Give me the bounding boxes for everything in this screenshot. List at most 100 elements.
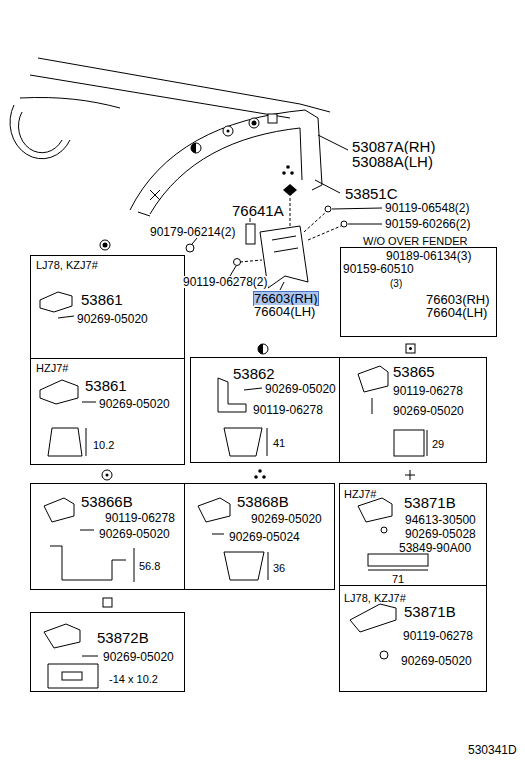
- part-label: 90269-05020: [251, 513, 322, 525]
- ref-symbol: [262, 475, 266, 479]
- headlight: [19, 112, 62, 153]
- part-label: 90159-60510: [343, 263, 414, 275]
- nut: [186, 244, 194, 252]
- washer: [381, 527, 387, 533]
- ref-symbol: [191, 143, 201, 153]
- box-parts: [40, 292, 428, 688]
- mudguard-rib: [272, 236, 298, 252]
- ref-symbol: [283, 184, 297, 196]
- ref-symbol: [405, 470, 415, 480]
- leader-line: [230, 266, 236, 276]
- fender-symbols: [150, 114, 297, 200]
- part-label: 90269-05020: [401, 655, 472, 667]
- dimension-label: -14 x 10.2: [109, 674, 158, 685]
- bracket-plate: [394, 430, 424, 456]
- ref-symbol: [227, 130, 230, 133]
- figure-number: 530341D: [468, 744, 517, 756]
- screw: [80, 530, 94, 531]
- part-label: 90269-05020: [265, 383, 336, 395]
- bracket-plate: [48, 664, 98, 688]
- part-label: 90269-05024: [229, 531, 300, 543]
- bracket: [358, 498, 392, 522]
- part-label: 90269-05028: [405, 528, 476, 540]
- ref-symbol: [223, 126, 233, 136]
- part-number: 53861: [81, 292, 123, 307]
- dimension-line: [86, 428, 87, 456]
- part-number: 53866B: [81, 494, 133, 509]
- ref-symbol: [103, 243, 108, 248]
- part-label: LJ78, KZJ7#: [36, 260, 98, 271]
- screw: [212, 534, 224, 535]
- part-label: 90189-06134(3): [386, 250, 471, 262]
- part-label: 90119-06278: [253, 404, 323, 416]
- bracket: [218, 378, 246, 412]
- ref-symbol: [286, 165, 290, 169]
- parts-panel: LJ78, KZJ7#53871B90119-0627890269-05020: [339, 585, 487, 692]
- part-label: 90269-05020: [99, 398, 170, 410]
- over-fender: [130, 110, 322, 210]
- part-number: 53868B: [237, 494, 289, 509]
- over-fender: [150, 128, 302, 214]
- dimension-line: [134, 548, 135, 582]
- bracket-plate: [48, 428, 82, 456]
- part-label: 90269-05020: [393, 405, 464, 417]
- bracket: [40, 292, 72, 312]
- ref-symbol: [102, 470, 112, 480]
- parts-panel: 53868B 90269-05020 90269-05024 36: [184, 483, 335, 590]
- assembly-line: [304, 212, 341, 240]
- part-label: 76604(LH): [426, 306, 487, 319]
- dimension-label: 56.8: [139, 561, 160, 572]
- parts-panel: 5386290269-0502090119-0627841: [190, 357, 340, 463]
- dimension-label: 36: [273, 563, 285, 574]
- screw: [82, 656, 98, 657]
- ref-symbol: [290, 171, 294, 175]
- parts-panel: HZJ7#5386190269-0502010.2: [30, 358, 185, 465]
- body-line: [30, 75, 290, 118]
- parts-panel: 53872B 90269-05020 -14 x 10.2: [30, 612, 185, 692]
- bracket-plate: [224, 428, 262, 456]
- bracket: [44, 624, 80, 648]
- part-label: 90179-06214(2): [150, 226, 235, 238]
- ref-symbol: [268, 114, 277, 123]
- part-number: 53871B: [404, 604, 456, 619]
- parts-panel: LJ78, KZJ7# 53861 90269-05020: [30, 255, 185, 359]
- dimension-label: 29: [432, 439, 444, 450]
- ref-symbol: [191, 143, 196, 153]
- assembly-line: [240, 260, 262, 262]
- ref-symbol: [258, 344, 263, 354]
- dimension-label: (3): [390, 279, 402, 289]
- ref-symbol: [249, 118, 259, 128]
- leader-line: [192, 238, 197, 244]
- leader-line: [348, 224, 382, 225]
- parts-panel: HZJ7#53871B94613-3050090269-0502853849-9…: [339, 483, 487, 586]
- mudguard-assembly: [186, 198, 347, 288]
- bolt: [234, 259, 241, 266]
- ref-symbol: [258, 469, 262, 473]
- part-label: HZJ7#: [344, 489, 376, 500]
- washer: [341, 221, 347, 227]
- bracket: [198, 498, 230, 522]
- part-label: 90269-05020: [77, 313, 148, 325]
- part-label: 90119-06278: [105, 512, 175, 524]
- bracket: [358, 366, 388, 392]
- part-label: 53088A(LH): [352, 154, 433, 169]
- ref-symbol: [106, 474, 109, 477]
- slot: [62, 672, 82, 680]
- ref-symbol: [100, 240, 110, 250]
- part-label: 90269-05020: [99, 528, 170, 540]
- part-label: 90119-06278: [403, 630, 473, 642]
- part-label: 53087A(RH): [352, 139, 435, 154]
- bracket-plate: [368, 554, 428, 566]
- part-label: W/O OVER FENDER: [363, 236, 468, 247]
- part-number: 53871B: [404, 495, 456, 510]
- part-number: 53872B: [97, 630, 149, 645]
- dimension-label: 10.2: [93, 440, 114, 451]
- dimension-label: 41: [273, 438, 285, 449]
- ref-symbol: [258, 344, 268, 354]
- bracket: [350, 604, 396, 632]
- ref-symbol: [103, 598, 112, 607]
- ref-symbol: [409, 347, 412, 350]
- part-label: 90269-05020: [103, 651, 174, 663]
- part-label: 76603(RH): [254, 292, 318, 305]
